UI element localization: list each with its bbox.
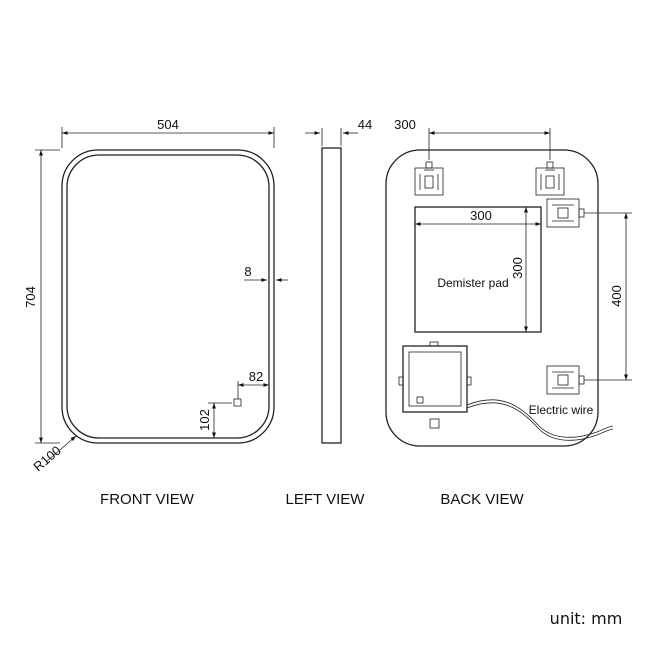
back-panel <box>385 149 599 447</box>
front-mirror-inner-frame <box>66 154 270 439</box>
side-bracket-upper <box>546 198 585 228</box>
pad-height-label: 300 <box>510 257 525 279</box>
bracket-spacing-y-label: 400 <box>609 285 624 307</box>
frame-width-label: 8 <box>244 264 251 279</box>
front-view: 504 704 8 82 102 R10 <box>23 117 288 508</box>
corner-radius-dimension: R100 <box>30 435 77 474</box>
pad-height-dimension: 300 <box>510 207 528 332</box>
thickness-label: 44 <box>358 117 372 132</box>
touch-switch <box>233 398 242 407</box>
front-mirror-outer-frame <box>61 149 275 444</box>
pad-width-label: 300 <box>470 208 492 223</box>
back-view-title: BACK VIEW <box>440 491 524 508</box>
pad-width-dimension: 300 <box>415 208 541 226</box>
frame-width-dimension: 8 <box>244 264 288 282</box>
front-view-title: FRONT VIEW <box>100 491 195 508</box>
side-bracket-lower <box>546 365 585 395</box>
side-profile <box>321 147 342 444</box>
height-dimension: 704 <box>23 149 60 444</box>
thickness-dimension: 44 <box>305 117 372 146</box>
width-label: 504 <box>157 117 179 132</box>
demister-pad <box>414 206 542 333</box>
height-label: 704 <box>23 286 38 308</box>
left-view-title: LEFT VIEW <box>286 491 366 508</box>
power-box <box>398 341 472 429</box>
unit-note: unit: mm <box>550 609 623 628</box>
switch-offset-x-label: 82 <box>249 369 263 384</box>
bracket-spacing-y-dimension: 400 <box>584 212 632 381</box>
bracket-spacing-x-label: 300 <box>394 117 416 132</box>
switch-offset-x-dimension: 82 <box>237 369 269 399</box>
hanging-bracket-right <box>535 161 565 196</box>
width-dimension: 504 <box>61 117 275 148</box>
left-view: 44 LEFT VIEW <box>286 117 373 508</box>
bracket-spacing-x-dimension: 300 <box>394 117 551 160</box>
hanging-bracket-left <box>414 161 444 196</box>
electric-wire <box>466 399 614 438</box>
switch-offset-y-dimension: 102 <box>197 402 232 438</box>
demister-pad-label: Demister pad <box>437 276 508 290</box>
back-view: 300 Demister pad 300 300 400 <box>385 117 632 508</box>
electric-wire-label: Electric wire <box>529 403 594 417</box>
switch-offset-y-label: 102 <box>197 409 212 431</box>
corner-radius-label: R100 <box>30 443 63 474</box>
